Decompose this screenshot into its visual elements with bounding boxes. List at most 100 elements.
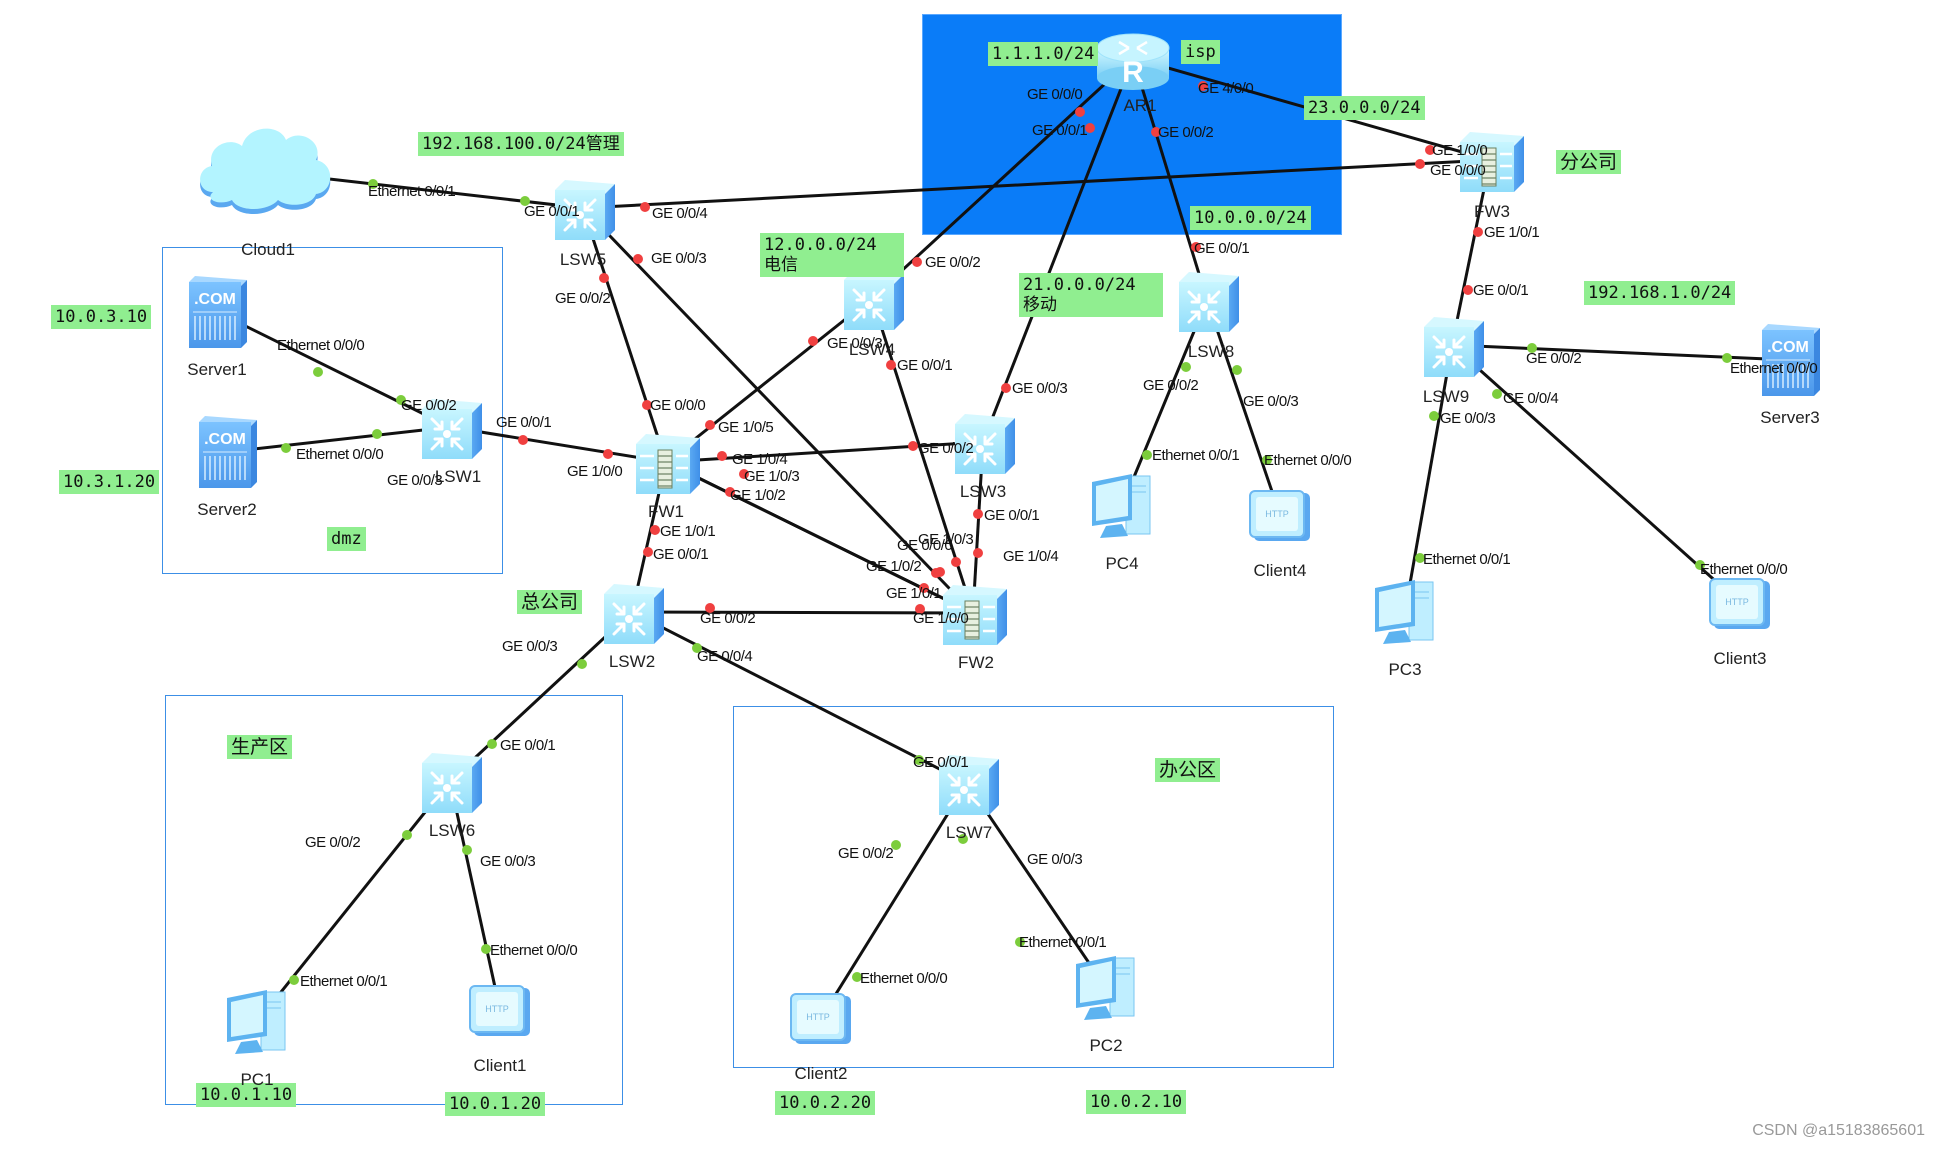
link-ar1-lsw4[interactable] <box>870 56 1135 300</box>
device-lsw6-icon[interactable] <box>422 753 482 813</box>
device-server1-icon[interactable]: .COM <box>189 276 247 348</box>
link-lsw6-client1[interactable] <box>448 780 502 1011</box>
link-lsw9-server3[interactable] <box>1451 343 1791 362</box>
device-client3-icon[interactable]: HTTP <box>1709 578 1770 629</box>
node-label-cloud1: Cloud1 <box>241 240 295 259</box>
port-dot <box>1181 362 1191 372</box>
link-lsw7-client2[interactable] <box>819 782 969 1019</box>
link-lsw5-fw2[interactable] <box>581 206 975 615</box>
link-lsw5-fw1[interactable] <box>581 207 668 463</box>
port-label: GE 0/0/1 <box>913 754 969 771</box>
link-lsw9-client3[interactable] <box>1450 343 1742 605</box>
tag-production: 生产区 <box>227 735 293 759</box>
link-lsw9-pc3[interactable] <box>1403 344 1454 613</box>
port-label: Ethernet 0/0/1 <box>1019 934 1107 951</box>
port-dot <box>973 509 983 519</box>
device-cloud1-icon[interactable] <box>200 128 331 214</box>
device-lsw3-icon[interactable] <box>955 414 1015 474</box>
node-label-ar1: AR1 <box>1123 96 1157 115</box>
port-dot <box>1151 127 1161 137</box>
device-server2-icon[interactable]: .COM <box>199 416 257 488</box>
port-label: GE 0/0/3 <box>387 472 443 489</box>
port-label: GE 0/0/3 <box>651 250 707 267</box>
node-label-pc1: PC1 <box>240 1070 274 1089</box>
device-lsw1-icon[interactable] <box>422 399 482 459</box>
link-lsw1-server1[interactable] <box>216 310 451 429</box>
node-label-lsw8: LSW8 <box>1187 342 1235 361</box>
device-lsw8-icon[interactable] <box>1179 272 1239 332</box>
port-label: GE 0/0/2 <box>925 254 981 271</box>
device-server3-icon[interactable]: .COM <box>1762 324 1820 396</box>
port-dot <box>1695 560 1705 570</box>
device-fw3-icon[interactable] <box>1460 132 1524 192</box>
link-lsw1-server2[interactable] <box>226 425 451 454</box>
device-fw1-icon[interactable] <box>636 434 700 494</box>
port-dot <box>368 179 378 189</box>
link-lsw2-lsw6[interactable] <box>448 610 634 783</box>
port-dot <box>650 525 660 535</box>
device-lsw2-icon[interactable] <box>604 584 664 644</box>
tag-pc1-ip: 10.0.1.10 <box>196 1083 297 1107</box>
link-ar1-lsw8[interactable] <box>1131 57 1209 301</box>
device-client4-icon[interactable]: HTTP <box>1249 490 1310 541</box>
node-label-lsw7: LSW7 <box>945 823 993 842</box>
node-label-client2: Client2 <box>794 1064 848 1083</box>
port-dot <box>603 449 613 459</box>
device-pc4-icon[interactable] <box>1092 474 1151 538</box>
tag-branch-net: 192.168.1.0/24 <box>1584 281 1736 305</box>
link-lsw6-pc1[interactable] <box>255 780 452 1023</box>
port-dot <box>717 451 727 461</box>
port-label: GE 0/0/1 <box>496 414 552 431</box>
port-label: GE 0/0/0 <box>897 537 953 554</box>
device-client1-icon[interactable]: HTTP <box>469 985 530 1036</box>
device-lsw4-icon[interactable] <box>844 270 904 330</box>
svg-text:HTTP: HTTP <box>485 1004 509 1014</box>
port-dot <box>1262 455 1272 465</box>
link-lsw4-fw1[interactable] <box>665 296 873 464</box>
device-fw2-icon[interactable] <box>943 585 1007 645</box>
node-label-lsw3: LSW3 <box>959 482 1007 501</box>
link-lsw2-fw2[interactable] <box>631 610 974 615</box>
port-dot <box>958 834 968 844</box>
link-lsw8-client4[interactable] <box>1205 299 1282 516</box>
port-label: Ethernet 0/0/0 <box>860 970 948 987</box>
device-lsw5-icon[interactable] <box>555 180 615 240</box>
port-label: GE 4/0/0 <box>1198 80 1254 97</box>
node-label-client4: Client4 <box>1253 561 1307 580</box>
production-zone <box>165 695 623 1105</box>
port-label: GE 1/0/2 <box>730 487 786 504</box>
device-pc2-icon[interactable] <box>1076 956 1135 1020</box>
link-lsw1-fw1[interactable] <box>449 425 667 464</box>
device-lsw9-icon[interactable] <box>1424 317 1484 377</box>
port-dot <box>915 604 925 614</box>
port-dot <box>705 603 715 613</box>
port-label: GE 0/0/2 <box>838 845 894 862</box>
device-pc3-icon[interactable] <box>1375 580 1434 644</box>
tag-mobile: 21.0.0.0/24 移动 <box>1019 273 1163 317</box>
link-lsw7-pc2[interactable] <box>965 782 1108 989</box>
link-ar1-lsw3[interactable] <box>981 57 1135 443</box>
device-ar1-icon[interactable]: R <box>1096 33 1170 90</box>
device-client2-icon[interactable]: HTTP <box>790 993 851 1044</box>
port-label: GE 0/0/4 <box>697 648 753 665</box>
link-lsw8-pc4[interactable] <box>1120 299 1209 507</box>
device-lsw7-icon[interactable] <box>939 755 999 815</box>
port-label: GE 0/0/1 <box>500 737 556 754</box>
port-dot <box>931 568 941 578</box>
port-label: Ethernet 0/0/1 <box>1152 447 1240 464</box>
port-label: GE 0/0/2 <box>1143 377 1199 394</box>
device-pc1-icon[interactable] <box>227 990 286 1054</box>
dmz-zone <box>162 247 503 574</box>
port-dot <box>973 548 983 558</box>
port-dot <box>692 643 702 653</box>
link-lsw2-lsw7[interactable] <box>631 610 968 785</box>
port-dot <box>1722 353 1732 363</box>
tag-pc2-ip: 10.0.2.10 <box>1086 1090 1187 1114</box>
port-dot <box>808 336 818 346</box>
tag-isp: isp <box>1181 40 1220 64</box>
port-dot <box>908 441 918 451</box>
link-lsw5-fw3[interactable] <box>582 158 1491 210</box>
tag-server2-ip: 10.3.1.20 <box>59 470 160 494</box>
svg-text:.COM: .COM <box>194 291 236 308</box>
port-dot <box>577 659 587 669</box>
